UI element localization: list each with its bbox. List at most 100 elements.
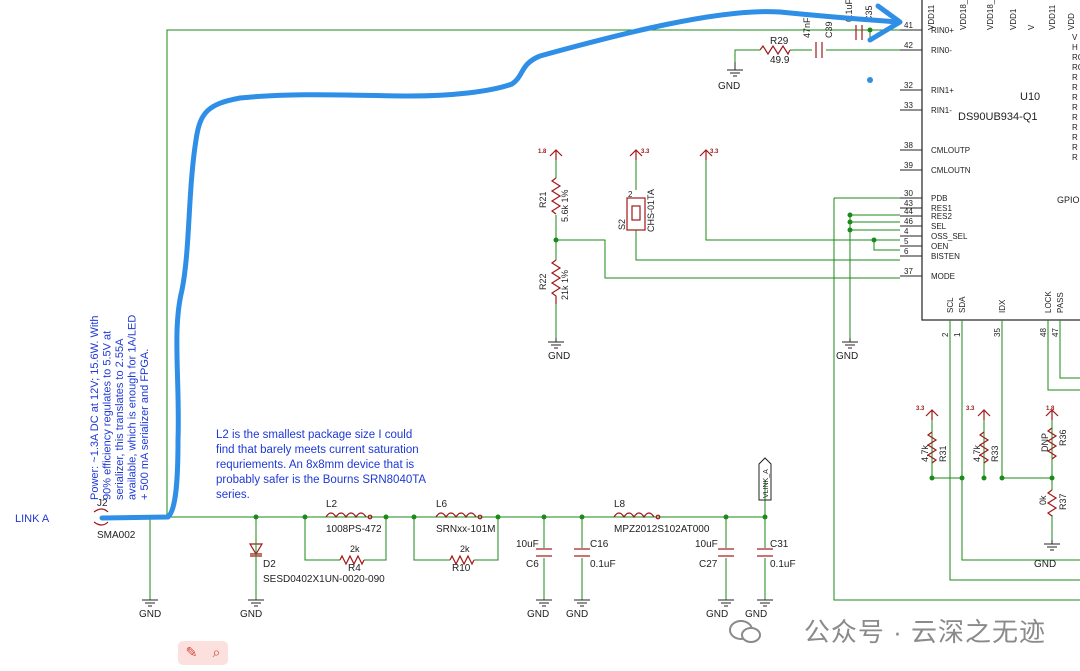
floating-toolbar[interactable]: ✎ ⌕ bbox=[178, 641, 228, 665]
rail-1v8-r36: 1.8 bbox=[1045, 406, 1059, 420]
gnd-r22: GND bbox=[548, 338, 570, 362]
pin-number: 48 bbox=[1039, 328, 1048, 337]
l6-value: SRNxx-101M bbox=[436, 524, 495, 535]
wire-r4-r bbox=[364, 517, 387, 561]
capacitor-c39[interactable]: 47nF C39 bbox=[802, 17, 834, 58]
search-icon[interactable]: ⌕ bbox=[212, 645, 221, 661]
pin-number: 5 bbox=[904, 237, 909, 246]
junction bbox=[541, 514, 547, 520]
svg-text:GND: GND bbox=[240, 609, 262, 620]
resistor-r31[interactable]: 4.7k R31 bbox=[920, 431, 948, 464]
capacitor-c31[interactable]: C31 0.1uF bbox=[757, 539, 796, 570]
pin-name: PASS bbox=[1056, 292, 1065, 313]
annotation-dot bbox=[867, 77, 873, 83]
rail-3v3-r33: 3.3 bbox=[966, 406, 991, 420]
junction bbox=[847, 212, 853, 218]
junction bbox=[762, 514, 768, 520]
ic-top-pin-label: VDD11 bbox=[1048, 4, 1057, 30]
inductor-l2[interactable]: L2 1008PS-472 bbox=[325, 499, 382, 535]
pin-name: CMLOUTP bbox=[931, 146, 970, 155]
r4-ref: R4 bbox=[348, 563, 361, 574]
capacitor-c35[interactable]: 0.1uF C35 bbox=[844, 0, 874, 40]
net-tag-vlink[interactable]: VLINK_A bbox=[758, 457, 772, 501]
resistor-r33[interactable]: 4.7k R33 bbox=[972, 431, 1000, 464]
resistor-r36[interactable]: DNP R36 bbox=[1040, 427, 1068, 460]
resistor-r21[interactable]: R21 5.6k 1% bbox=[538, 177, 570, 222]
note-line: Power: ~1.3A DC at 12V; 15.6W. With bbox=[89, 315, 101, 500]
wechat-icon bbox=[729, 620, 761, 643]
gnd-c31: GND bbox=[745, 599, 773, 620]
connector-j2[interactable]: J2 SMA002 bbox=[93, 498, 136, 541]
pin-number: 38 bbox=[904, 141, 913, 150]
svg-text:1.8: 1.8 bbox=[1046, 406, 1055, 412]
junction bbox=[959, 475, 965, 481]
resistor-r22[interactable]: R22 21k 1% bbox=[538, 259, 570, 304]
junction bbox=[847, 227, 853, 233]
resistor-r4[interactable]: 2k R4 bbox=[339, 544, 365, 574]
pin-name: RIN0- bbox=[931, 46, 952, 55]
junction bbox=[411, 514, 417, 520]
wire-r29-left bbox=[734, 49, 760, 62]
switch-s2[interactable]: S2 CHS-01TA 2 bbox=[617, 189, 656, 232]
capacitor-c27[interactable]: 10uF C27 bbox=[695, 539, 734, 570]
resistor-r37[interactable]: 0k R37 bbox=[1038, 489, 1068, 517]
pin-number: 32 bbox=[904, 81, 913, 90]
c39-ref: C39 bbox=[824, 21, 834, 38]
c39-value: 47nF bbox=[802, 17, 812, 38]
wire-pass bbox=[1059, 320, 1080, 379]
ic-u10[interactable]: U10 DS90UB934-Q1 41RIN0+42RIN0-32RIN1+33… bbox=[900, 0, 1080, 340]
pin-name: RIN1- bbox=[931, 106, 952, 115]
gnd-r37: GND bbox=[1034, 540, 1060, 570]
ic-part: DS90UB934-Q1 bbox=[958, 111, 1038, 123]
junction bbox=[871, 237, 877, 243]
wire-mode bbox=[556, 239, 900, 279]
svg-text:GND: GND bbox=[1034, 559, 1056, 570]
r31-value: 4.7k bbox=[920, 444, 930, 462]
resistor-r10[interactable]: 2k R10 bbox=[449, 544, 475, 574]
pin-number: 42 bbox=[904, 41, 913, 50]
c27-value: 10uF bbox=[695, 539, 718, 550]
vlink-label: VLINK_A bbox=[763, 469, 770, 498]
ic-right-pin-label: R bbox=[1072, 113, 1078, 122]
junction bbox=[929, 475, 935, 481]
pin-name: IDX bbox=[998, 299, 1007, 313]
ic-top-pin-label: VDD11 bbox=[927, 4, 936, 30]
junction bbox=[383, 514, 389, 520]
r36-value: DNP bbox=[1040, 433, 1050, 452]
note-line: requriements. An 8x8mm device that is bbox=[216, 459, 414, 471]
inductor-l8[interactable]: L8 MPZ2012S102AT000 bbox=[613, 499, 710, 535]
junction bbox=[579, 514, 585, 520]
note-line: serializer, this translates to 2.55A bbox=[114, 338, 126, 500]
ic-top-pin-label: VDD bbox=[1067, 13, 1076, 30]
capacitor-c6[interactable]: 10uF C6 bbox=[516, 539, 552, 570]
magic-wand-icon[interactable]: ✎ bbox=[185, 645, 198, 661]
wire-r4-l bbox=[304, 517, 340, 561]
diode-d2[interactable]: D2 SESD0402X1UN-0020-090 bbox=[248, 540, 385, 585]
rail-1v8: 1.8 bbox=[538, 149, 563, 160]
pin-name: OSS_SEL bbox=[931, 232, 968, 241]
pin-number: 35 bbox=[993, 328, 1002, 337]
inductor-l6[interactable]: L6 SRNxx-101M bbox=[435, 499, 495, 535]
c27-ref: C27 bbox=[699, 559, 718, 570]
ic-right-pin-label: RO bbox=[1072, 53, 1080, 62]
ic-right-pin-label: R bbox=[1072, 123, 1078, 132]
resistor-r29[interactable]: R29 49.9 bbox=[759, 36, 791, 66]
gnd-res: GND bbox=[836, 338, 858, 362]
capacitor-c16[interactable]: C16 0.1uF bbox=[574, 539, 616, 570]
